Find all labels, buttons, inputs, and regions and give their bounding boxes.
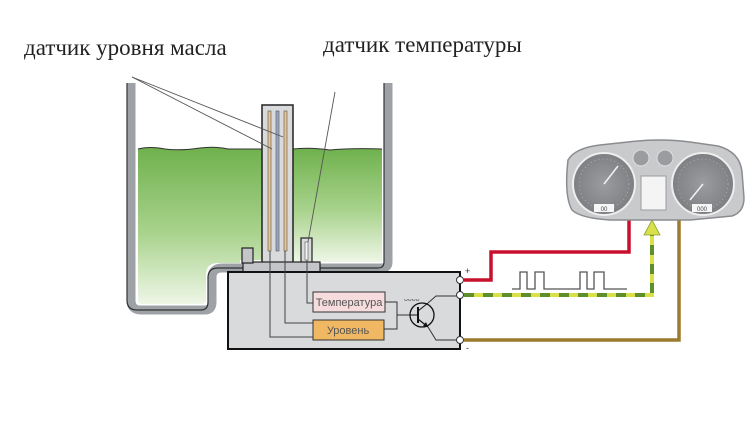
- right-gauge-display: 000: [697, 207, 708, 213]
- terminal-plus-label: +: [465, 266, 470, 276]
- temperature-sensor-label: датчик температуры: [323, 32, 522, 57]
- sensor-base: [242, 261, 321, 273]
- left-gauge-display: 00: [601, 207, 608, 213]
- tank-wall: [126, 83, 393, 315]
- terminal-plus: [456, 276, 464, 284]
- electronics-module: Температура Уровень ᴗᴗᴗᴗ + -: [227, 251, 470, 353]
- oil-level-sensor-label: датчик уровня масла: [24, 35, 227, 60]
- wire-minus: [464, 218, 681, 342]
- oil-fill-right: [293, 148, 382, 262]
- level-block: [312, 319, 385, 341]
- level-sensor-probe: [261, 104, 294, 266]
- center-display: [640, 175, 667, 211]
- wire-signal: [464, 219, 661, 297]
- terminal-minus: [456, 336, 464, 344]
- svg-text:ᴗᴗᴗᴗ: ᴗᴗᴗᴗ: [404, 296, 420, 303]
- sensor-mount-block: [241, 247, 254, 264]
- terminal-signal: [456, 291, 464, 299]
- signal-arrow-icon: [643, 219, 661, 236]
- pulse-waveform: [512, 271, 627, 290]
- oil-tank: [126, 83, 393, 315]
- instrument-cluster: 00 000: [565, 139, 745, 221]
- temperature-block-label: Температура: [316, 297, 384, 309]
- oil-fill: [138, 147, 262, 304]
- wire-plus: [464, 217, 631, 282]
- transistor-icon: ᴗᴗᴗᴗ: [404, 295, 458, 341]
- callout-lines: [131, 76, 336, 243]
- level-block-label: Уровень: [327, 325, 370, 337]
- terminal-minus-label: -: [466, 343, 469, 353]
